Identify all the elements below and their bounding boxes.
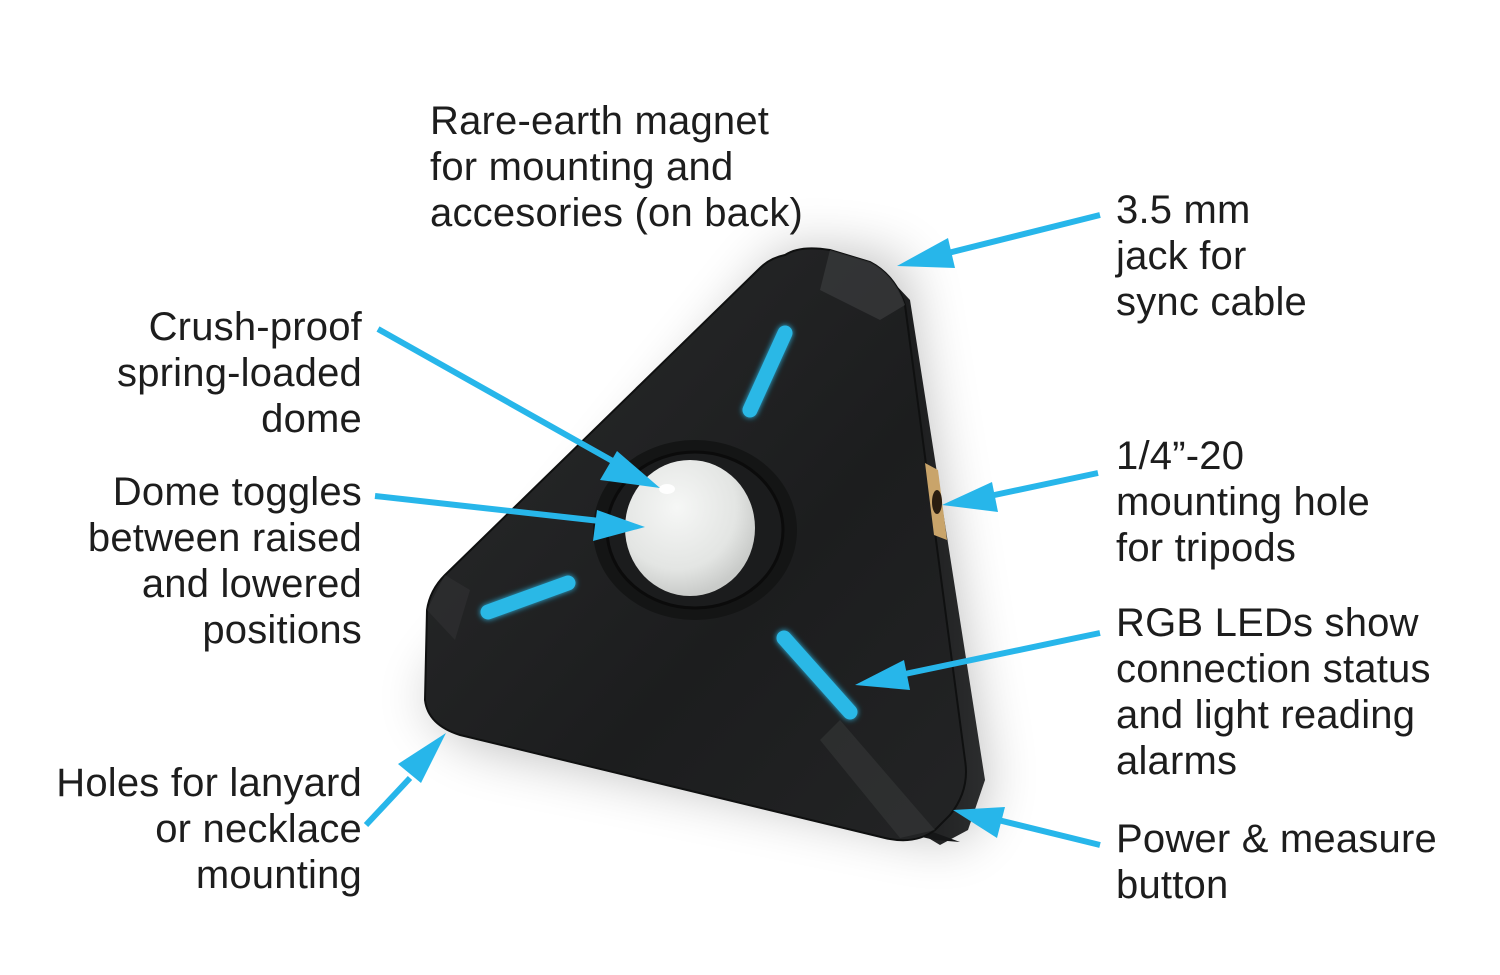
led-bar-top — [742, 325, 793, 418]
callout-tripod-line-1: 1/4”-20 — [1116, 434, 1245, 478]
callout-tripod: 1/4”-20 mounting hole for tripods — [1116, 433, 1370, 571]
callout-lanyard-line-3: mounting — [195, 853, 362, 897]
callout-toggle: Dome toggles between raised and lowered … — [88, 469, 362, 653]
arrow-leds-icon — [855, 630, 1101, 690]
callout-power-line-2: button — [1116, 863, 1229, 907]
callout-dome: Crush-proof spring-loaded dome — [117, 304, 362, 442]
arrow-toggle-icon — [374, 493, 645, 541]
callout-dome-line-2: spring-loaded — [117, 351, 362, 395]
callout-magnet-line-1: Rare-earth magnet — [430, 99, 770, 143]
callout-lanyard-line-1: Holes for lanyard — [56, 761, 362, 805]
callout-leds: RGB LEDs show connection status and ligh… — [1116, 600, 1431, 784]
callout-jack: 3.5 mm jack for sync cable — [1116, 187, 1307, 325]
callout-tripod-line-2: mounting hole — [1116, 480, 1370, 524]
callout-leds-line-1: RGB LEDs show — [1116, 601, 1419, 645]
callout-toggle-line-2: between raised — [87, 516, 362, 560]
callout-tripod-line-3: for tripods — [1116, 526, 1297, 570]
callout-toggle-line-1: Dome toggles — [112, 470, 362, 514]
callout-power-line-1: Power & measure — [1116, 817, 1437, 861]
callout-lanyard: Holes for lanyard or necklace mounting — [56, 760, 362, 898]
arrow-lanyard-icon — [363, 733, 446, 828]
callout-leds-line-4: alarms — [1116, 739, 1238, 783]
callout-toggle-line-3: and lowered — [141, 562, 362, 606]
callout-lanyard-line-2: or necklace — [155, 807, 362, 851]
callout-arrows — [363, 212, 1101, 848]
callout-toggle-line-4: positions — [202, 608, 362, 652]
callout-magnet-line-3: accesories (on back) — [430, 191, 804, 235]
arrow-dome-icon — [376, 326, 660, 488]
tripod-mount-insert — [925, 463, 947, 540]
led-bar-right — [776, 630, 858, 720]
callout-power: Power & measure button — [1116, 816, 1437, 908]
callout-leds-line-2: connection status — [1116, 647, 1431, 691]
callout-jack-line-3: sync cable — [1116, 280, 1307, 324]
arrow-jack-icon — [897, 212, 1101, 268]
callout-leds-line-3: and light reading — [1116, 693, 1416, 737]
led-bar-left — [480, 575, 576, 620]
callout-magnet: Rare-earth magnet for mounting and acces… — [430, 98, 803, 236]
light-dome — [593, 440, 797, 620]
callout-jack-line-2: jack for — [1116, 234, 1247, 278]
callout-dome-line-3: dome — [261, 397, 362, 441]
arrow-tripod-icon — [942, 470, 1099, 512]
callout-dome-line-1: Crush-proof — [148, 305, 362, 349]
arrow-power-icon — [953, 807, 1101, 848]
callout-magnet-line-2: for mounting and — [430, 145, 734, 189]
callout-jack-line-1: 3.5 mm — [1116, 188, 1251, 232]
rgb-led-bars — [480, 325, 858, 720]
